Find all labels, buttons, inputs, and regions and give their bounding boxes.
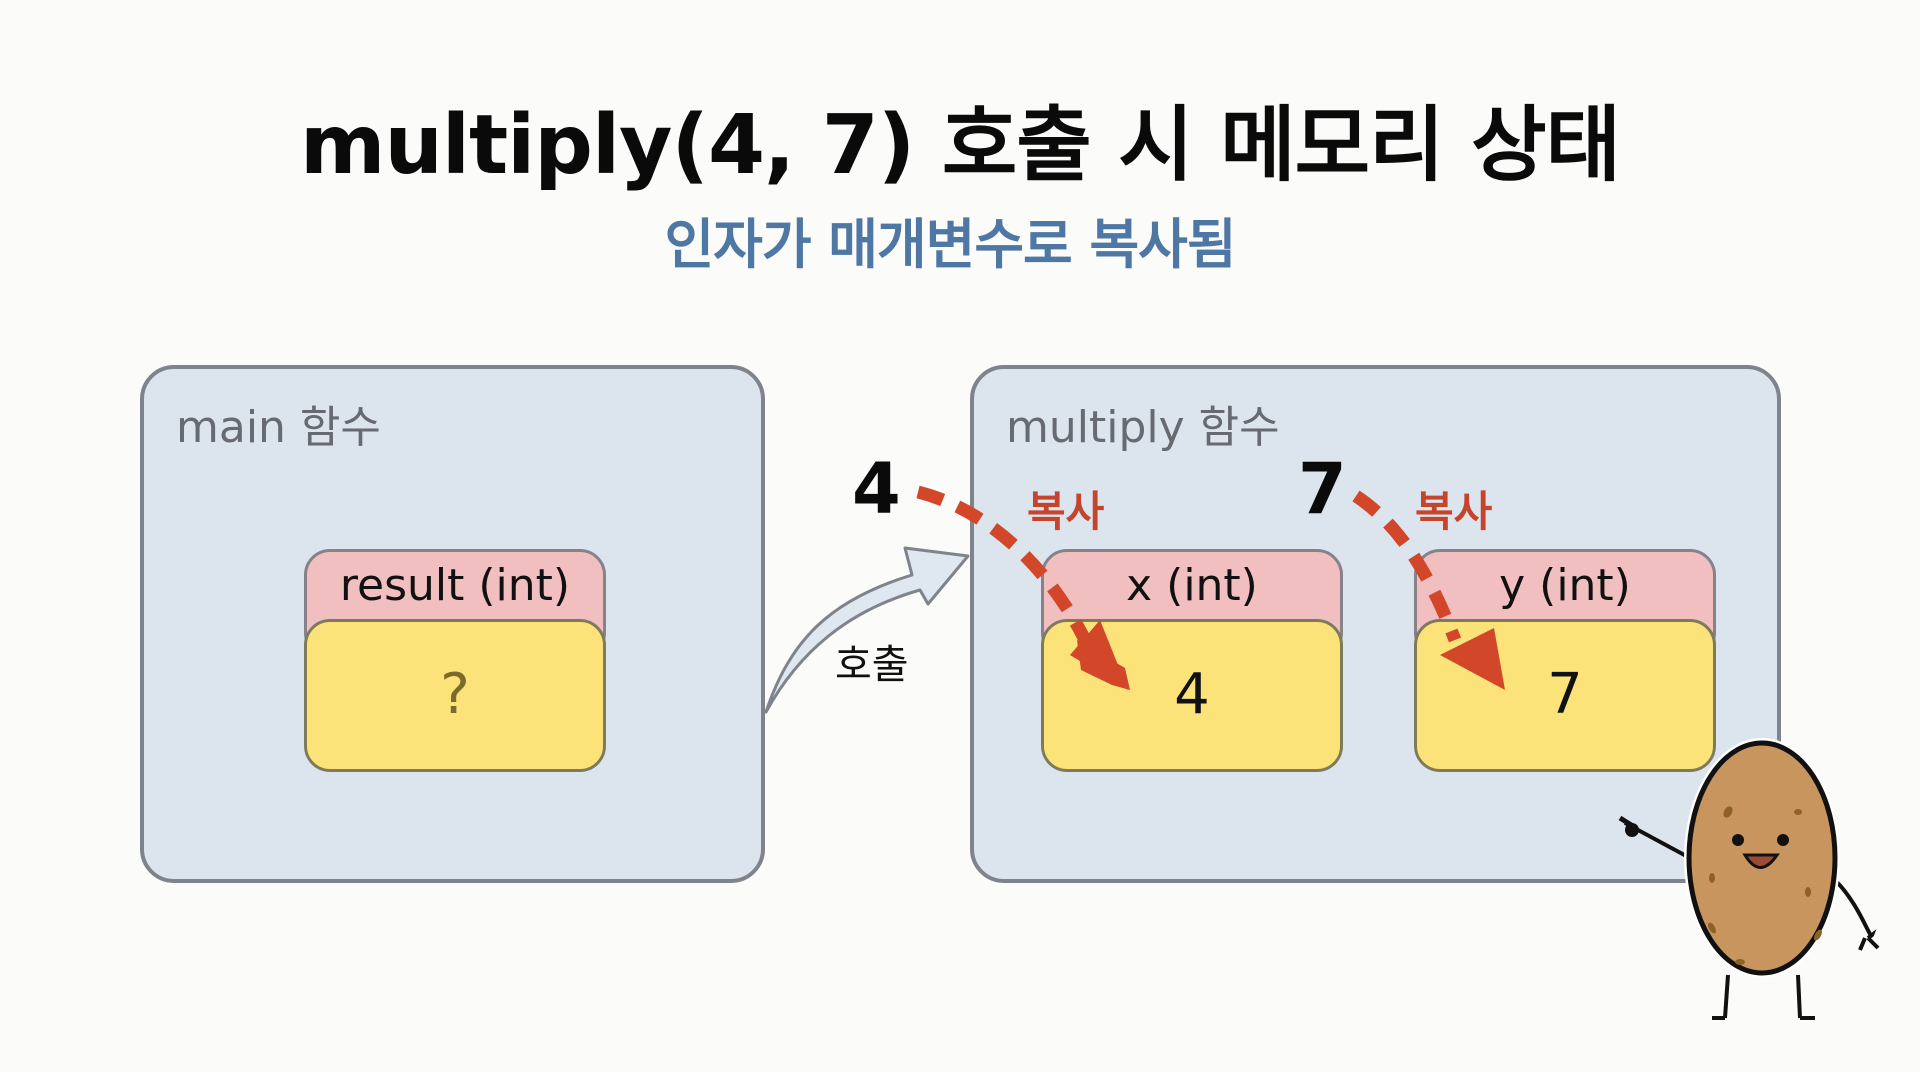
main-frame-label: main 함수 <box>176 402 381 453</box>
multiply-frame-label: multiply 함수 <box>1006 402 1280 453</box>
argument-7: 7 <box>1298 448 1347 530</box>
variable-value: ? <box>440 662 470 727</box>
copy-label-x: 복사 <box>1027 487 1105 536</box>
variable-x: x (int) 4 <box>1041 549 1343 772</box>
call-label: 호출 <box>835 642 909 688</box>
variable-name: y (int) <box>1499 560 1631 611</box>
variable-result: result (int) ? <box>304 549 606 772</box>
page-subtitle: 인자가 매개변수로 복사됨 <box>664 213 1236 276</box>
multiply-function-frame: multiply 함수 x (int) 4 y (int) 7 <box>970 365 1781 883</box>
variable-value-box: 4 <box>1041 619 1343 772</box>
variable-value-box: 7 <box>1414 619 1716 772</box>
variable-value: 4 <box>1174 662 1210 727</box>
variable-y: y (int) 7 <box>1414 549 1716 772</box>
page-title: multiply(4, 7) 호출 시 메모리 상태 <box>300 98 1621 193</box>
argument-4: 4 <box>852 448 901 530</box>
variable-name: x (int) <box>1126 560 1258 611</box>
copy-label-y: 복사 <box>1415 487 1493 536</box>
variable-value-box: ? <box>304 619 606 772</box>
variable-name: result (int) <box>339 560 571 611</box>
variable-value: 7 <box>1547 662 1583 727</box>
main-function-frame: main 함수 result (int) ? <box>140 365 765 883</box>
